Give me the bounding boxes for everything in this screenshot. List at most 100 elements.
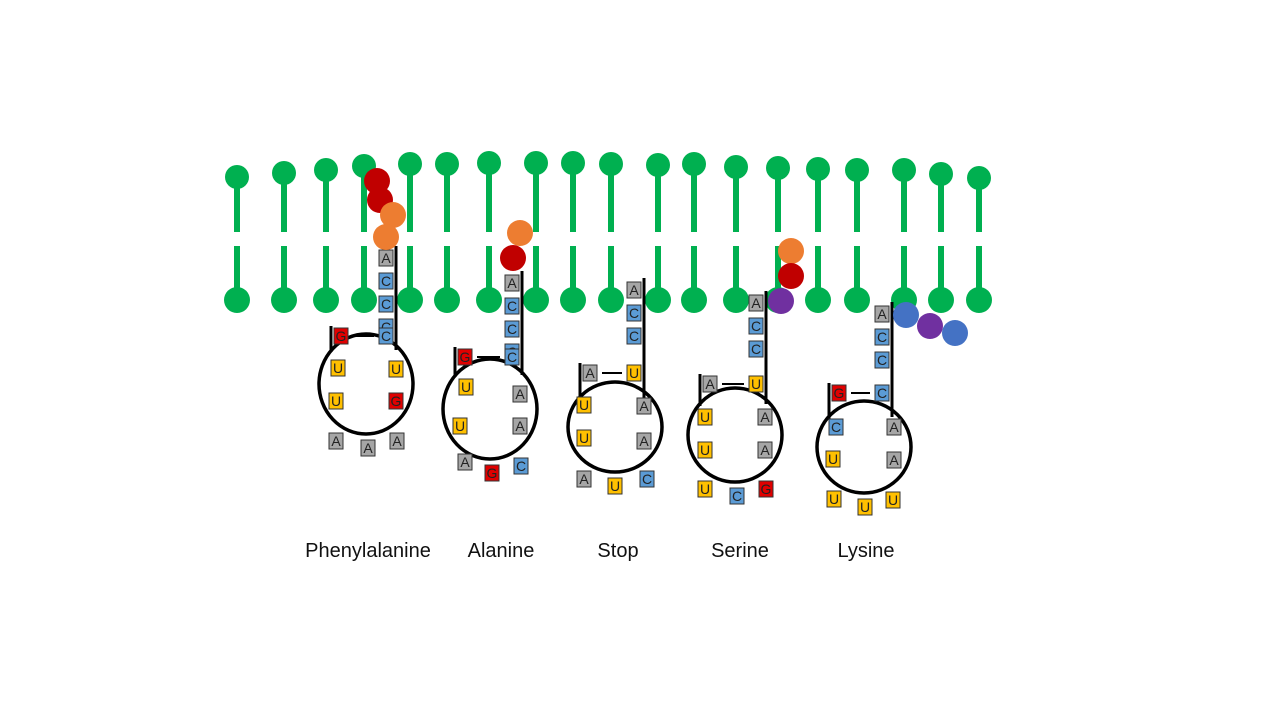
nucleotide-u: U (697, 441, 713, 459)
anticodon-loop (566, 380, 664, 474)
lipid-bottom-head (271, 287, 297, 313)
svg-text:C: C (381, 296, 391, 312)
svg-text:U: U (579, 430, 589, 446)
nucleotide-g: G (333, 327, 349, 345)
svg-text:U: U (828, 451, 838, 467)
svg-text:C: C (877, 352, 887, 368)
nucleotide-a: A (378, 249, 394, 267)
svg-text:A: A (392, 433, 402, 449)
nucleotide-c: C (378, 272, 394, 290)
svg-text:A: A (515, 418, 525, 434)
svg-text:A: A (639, 433, 649, 449)
lipid-molecule (434, 152, 460, 313)
svg-text:A: A (889, 452, 899, 468)
amino-acid-beads (364, 168, 968, 346)
nucleotide-c: C (874, 384, 890, 402)
nucleotide-u: U (607, 477, 623, 495)
nucleotide-a: A (512, 385, 528, 403)
nucleotide-c: C (626, 327, 642, 345)
svg-text:C: C (732, 488, 742, 504)
svg-text:C: C (877, 385, 887, 401)
nucleotide-c: C (513, 457, 529, 475)
lipid-molecule (891, 158, 917, 313)
svg-text:U: U (888, 492, 898, 508)
nucleotide-u: U (885, 491, 901, 509)
nucleotide-a: A (636, 397, 652, 415)
lipid-molecule (805, 157, 831, 313)
nucleotide-a: A (702, 375, 718, 393)
svg-text:C: C (381, 319, 391, 335)
lipid-molecule (313, 158, 339, 313)
trna-label: Phenylalanine (305, 540, 431, 562)
nucleotide-c: C (504, 297, 520, 315)
nucleotide-g: G (388, 392, 404, 410)
svg-text:A: A (705, 376, 715, 392)
amino-acid-bead (893, 302, 919, 328)
lipid-bottom-head (966, 287, 992, 313)
svg-text:C: C (516, 458, 526, 474)
nucleotide-u: U (458, 378, 474, 396)
svg-text:A: A (585, 365, 595, 381)
lipid-bottom-head (523, 287, 549, 313)
amino-acid-bead (373, 224, 399, 250)
nucleotide-c: C (378, 295, 394, 313)
svg-text:C: C (877, 329, 887, 345)
nucleotide-c: C (504, 320, 520, 338)
svg-text:A: A (889, 419, 899, 435)
svg-text:A: A (381, 250, 391, 266)
nucleotide-a: A (757, 441, 773, 459)
svg-text:U: U (579, 397, 589, 413)
lipid-molecule (598, 152, 624, 313)
lipid-bottom-head (224, 287, 250, 313)
svg-text:A: A (460, 454, 470, 470)
lipid-molecule (844, 158, 870, 313)
nucleotide-a: A (512, 417, 528, 435)
nucleotide-u: U (328, 392, 344, 410)
svg-text:C: C (507, 321, 517, 337)
amino-acid-bead (778, 238, 804, 264)
nucleotide-a: A (757, 408, 773, 426)
nucleotide-u: U (748, 375, 764, 393)
svg-text:A: A (331, 433, 341, 449)
lipid-bottom-head (723, 287, 749, 313)
nucleotide-a: A (886, 418, 902, 436)
lipid-molecule (271, 161, 297, 313)
nucleotide-g: G (484, 464, 500, 482)
amino-acid-bead (380, 202, 406, 228)
svg-text:U: U (331, 393, 341, 409)
svg-text:U: U (829, 491, 839, 507)
svg-text:U: U (455, 418, 465, 434)
svg-text:A: A (629, 282, 639, 298)
lipid-bottom-head (928, 287, 954, 313)
nucleotide-a: A (389, 432, 405, 450)
nucleotide-u: U (452, 417, 468, 435)
lipid-bottom-head (476, 287, 502, 313)
svg-text:C: C (507, 298, 517, 314)
svg-text:U: U (629, 365, 639, 381)
lipid-bottom-head (434, 287, 460, 313)
svg-text:G: G (761, 481, 772, 497)
nucleotide-a: A (582, 364, 598, 382)
svg-text:A: A (507, 275, 517, 291)
nucleotide-g: G (758, 480, 774, 498)
nucleotide-u: U (826, 490, 842, 508)
nucleotide-c: C (748, 317, 764, 335)
nucleotide-a: A (328, 432, 344, 450)
svg-text:C: C (751, 318, 761, 334)
svg-text:C: C (751, 341, 761, 357)
trna-group: ACCCGCUUUGAAAACCCGCUUAAAGCACCAUUUAAAUCAC… (317, 246, 913, 516)
lipid-molecule (645, 153, 671, 313)
svg-text:U: U (751, 376, 761, 392)
anticodon-loop (815, 399, 913, 495)
lipid-bottom-head (560, 287, 586, 313)
svg-text:U: U (860, 499, 870, 515)
svg-text:U: U (391, 361, 401, 377)
nucleotide-u: U (330, 359, 346, 377)
nucleotide-a: A (748, 294, 764, 312)
svg-text:U: U (610, 478, 620, 494)
